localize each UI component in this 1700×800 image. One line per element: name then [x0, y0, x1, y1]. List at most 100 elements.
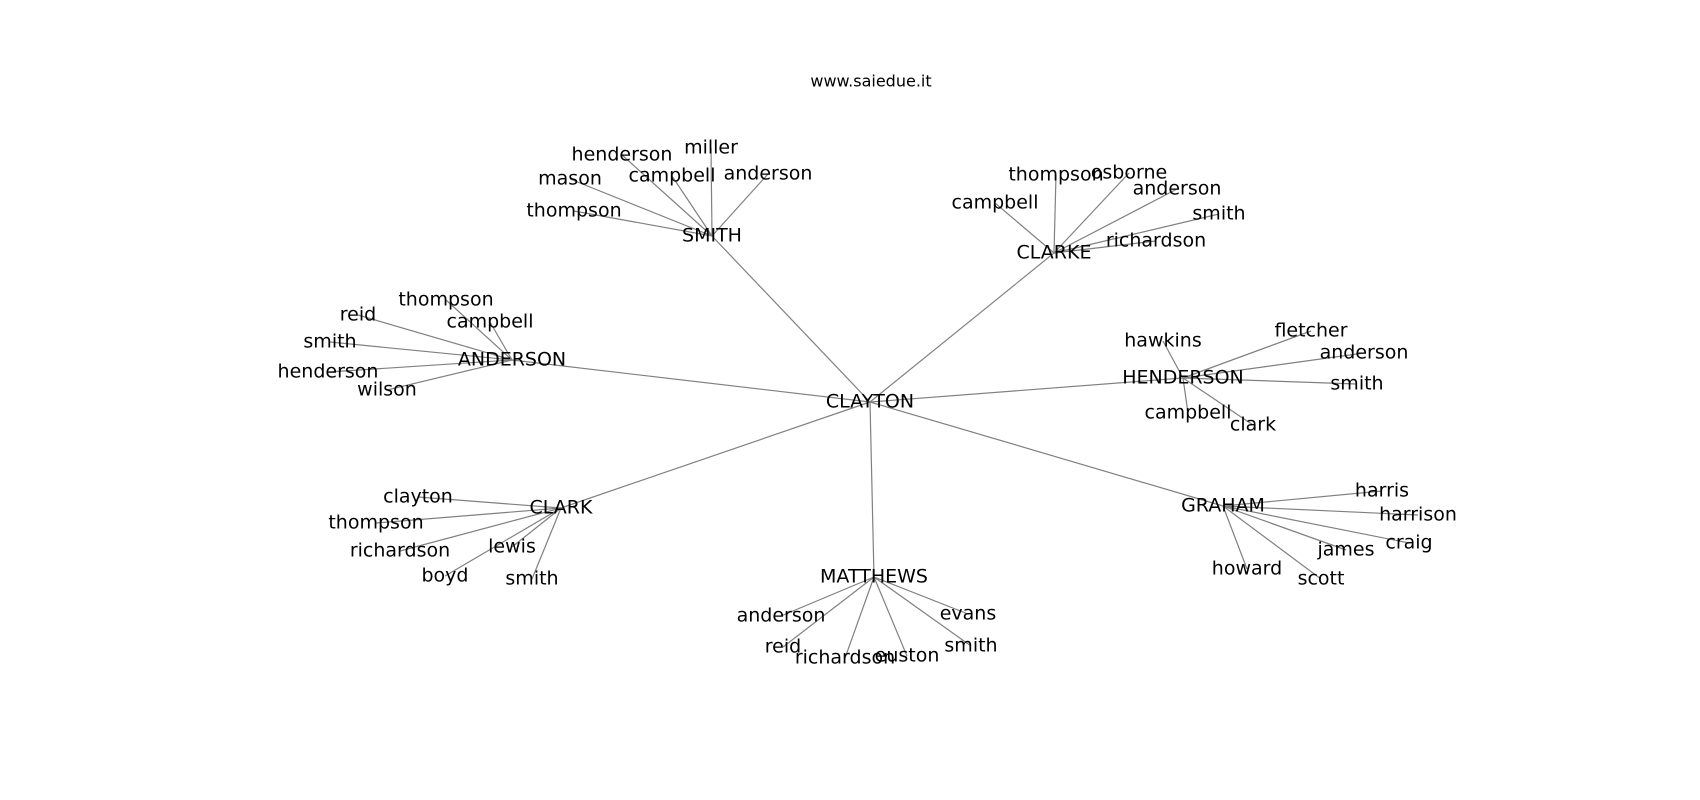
- group-node-label: MATTHEWS: [820, 566, 928, 588]
- edge-group-to-leaf: [399, 507, 562, 552]
- leaf-node-label: campbell: [629, 165, 716, 187]
- leaf-node-label: craig: [1385, 532, 1432, 554]
- edge-group-to-leaf: [1222, 505, 1410, 544]
- leaf-node-label: smith: [1330, 373, 1383, 395]
- leaf-node-label: anderson: [1133, 178, 1222, 200]
- leaf-node-label: smith: [505, 568, 558, 590]
- group-node-label: SMITH: [682, 225, 742, 247]
- leaf-node-label: campbell: [952, 192, 1039, 214]
- edge-group-to-leaf: [873, 576, 972, 647]
- leaf-node-label: boyd: [422, 565, 469, 587]
- edge-group-to-leaf: [386, 359, 513, 391]
- edge-group-to-leaf: [780, 576, 875, 617]
- leaf-node-label: clayton: [383, 486, 453, 508]
- leaf-node-label: harrison: [1379, 504, 1457, 526]
- edge-group-to-leaf: [1053, 172, 1130, 254]
- group-node-label: HENDERSON: [1122, 367, 1244, 389]
- edge-group-to-leaf: [1182, 352, 1365, 379]
- leaf-node-label: anderson: [1320, 342, 1409, 364]
- group-node-label: CLARKE: [1017, 242, 1092, 264]
- edge-group-to-leaf: [1053, 174, 1057, 254]
- leaf-node-label: smith: [944, 635, 997, 657]
- edge-group-to-leaf: [844, 576, 875, 659]
- leaf-node-label: hawkins: [1124, 330, 1201, 352]
- edge-group-to-leaf: [445, 299, 513, 361]
- leaf-node-label: richardson: [350, 540, 450, 562]
- edge-group-to-leaf: [417, 496, 562, 509]
- edge-group-to-leaf: [444, 507, 562, 577]
- edge-group-to-leaf: [1222, 505, 1322, 580]
- leaf-node-label: thompson: [398, 289, 493, 311]
- leaf-node-label: reid: [765, 636, 801, 658]
- leaf-node-label: evans: [940, 603, 997, 625]
- group-node-label: ANDERSON: [458, 349, 566, 371]
- edge-group-to-leaf: [1222, 505, 1248, 570]
- leaf-node-label: fletcher: [1274, 320, 1347, 342]
- leaf-node-label: anderson: [737, 605, 826, 627]
- edge-group-to-leaf: [1182, 377, 1254, 426]
- edge-group-to-leaf: [1053, 240, 1157, 254]
- edge-root-to-group: [511, 359, 871, 403]
- edge-group-to-leaf: [671, 175, 713, 237]
- edge-root-to-group: [869, 401, 1224, 507]
- edge-group-to-leaf: [1182, 330, 1312, 379]
- group-node-label: CLARK: [530, 497, 593, 519]
- leaf-node-label: henderson: [572, 144, 673, 166]
- leaf-node-label: richardson: [795, 647, 895, 669]
- leaf-node-label: smith: [303, 331, 356, 353]
- leaf-node-label: scott: [1298, 568, 1345, 590]
- edge-group-to-leaf: [873, 576, 969, 615]
- labels-layer: CLAYTON SMITH henderson miller mason campbell…: [278, 137, 1457, 669]
- edge-group-to-leaf: [569, 178, 713, 237]
- edge-group-to-leaf: [782, 576, 875, 648]
- leaf-node-label: henderson: [278, 361, 379, 383]
- edge-group-to-leaf: [329, 341, 513, 361]
- edge-group-to-leaf: [375, 507, 562, 524]
- leaf-node-label: wilson: [357, 379, 417, 401]
- leaf-node-label: smith: [1192, 203, 1245, 225]
- root-node-label: CLAYTON: [826, 391, 914, 413]
- edge-group-to-leaf: [1182, 377, 1189, 414]
- edge-group-to-leaf: [1182, 377, 1358, 385]
- edge-root-to-group: [869, 377, 1184, 403]
- edge-group-to-leaf: [621, 154, 713, 237]
- leaf-node-label: thompson: [526, 200, 621, 222]
- leaf-node-label: clark: [1230, 414, 1276, 436]
- edge-group-to-leaf: [1053, 213, 1220, 254]
- edge-root-to-group: [869, 252, 1055, 403]
- edge-group-to-leaf: [357, 314, 513, 361]
- leaf-node-label: harris: [1355, 480, 1409, 502]
- edges-layer: [327, 147, 1419, 659]
- group-node-label: GRAHAM: [1181, 495, 1265, 517]
- edge-group-to-leaf: [994, 202, 1055, 254]
- edge-root-to-group: [560, 401, 871, 509]
- edge-group-to-leaf: [1222, 490, 1383, 507]
- edge-group-to-leaf: [1222, 505, 1419, 516]
- edge-group-to-leaf: [531, 507, 562, 580]
- leaf-node-label: campbell: [1145, 402, 1232, 424]
- leaf-node-label: mason: [538, 168, 602, 190]
- edge-group-to-leaf: [511, 507, 562, 548]
- edge-group-to-leaf: [873, 576, 908, 657]
- leaf-node-label: miller: [684, 137, 738, 159]
- edge-group-to-leaf: [1222, 505, 1347, 551]
- leaf-node-label: thompson: [328, 512, 423, 534]
- leaf-node-label: thompson: [1008, 164, 1103, 186]
- edge-group-to-leaf: [711, 173, 769, 237]
- leaf-node-label: richardson: [1106, 230, 1206, 252]
- leaf-node-label: osborne: [1091, 162, 1167, 184]
- leaf-node-label: howard: [1212, 558, 1282, 580]
- edge-group-to-leaf: [573, 210, 713, 237]
- leaf-node-label: reid: [340, 304, 376, 326]
- edge-group-to-leaf: [1162, 340, 1184, 379]
- edge-group-to-leaf: [710, 147, 713, 237]
- leaf-node-label: campbell: [447, 311, 534, 333]
- site-label: www.saiedue.it: [810, 72, 931, 91]
- edge-group-to-leaf: [327, 359, 513, 373]
- edge-group-to-leaf: [1053, 188, 1178, 254]
- edge-root-to-group: [711, 235, 871, 403]
- leaf-node-label: james: [1316, 539, 1374, 561]
- leaf-node-label: anderson: [724, 163, 813, 185]
- leaf-node-label: lewis: [488, 536, 536, 558]
